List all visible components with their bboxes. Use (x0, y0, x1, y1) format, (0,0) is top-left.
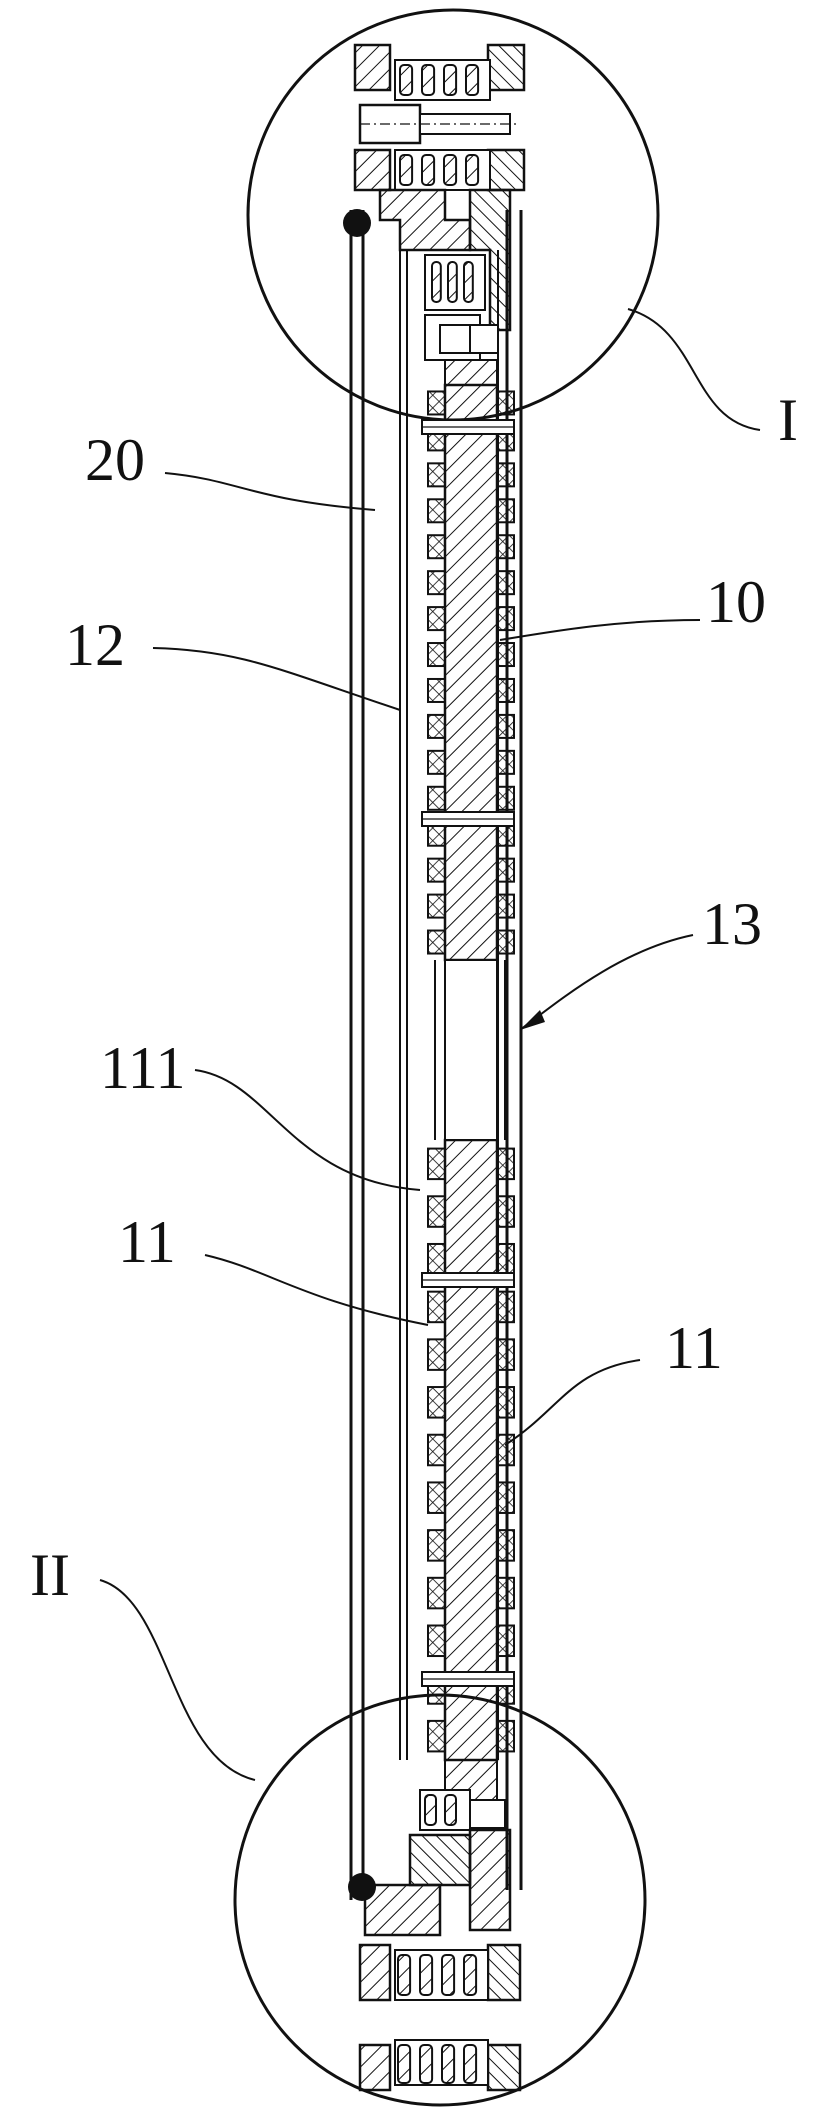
pins (421, 419, 515, 1687)
spring-coil (443, 64, 458, 96)
top-end-assembly (353, 43, 526, 386)
spring-coil (424, 1794, 437, 1826)
sealing-ring-left (427, 857, 446, 883)
sealing-ring-left (427, 1624, 446, 1658)
sealing-ring-left (427, 570, 446, 596)
sealing-ring-right (496, 1529, 515, 1562)
spring-coil (441, 1954, 456, 1996)
bottom-end-assembly (358, 1759, 522, 2092)
label-detail-top: I (778, 387, 798, 453)
sealing-ring-right (496, 857, 515, 883)
label-11-right: 11 (665, 1315, 723, 1381)
sealing-ring-right (496, 606, 515, 632)
spring-coil (465, 154, 480, 186)
lower-shaft (443, 1138, 499, 1762)
sealing-ring-right (496, 498, 515, 524)
central-gap (434, 959, 506, 1141)
sealing-ring-left (427, 1719, 446, 1753)
label-12: 12 (65, 612, 125, 678)
sealing-ring-right (496, 929, 515, 955)
sealing-ring-right (496, 390, 515, 416)
outer-tube (349, 210, 523, 1900)
sealing-ring-right (496, 749, 515, 775)
label-10: 10 (706, 569, 766, 635)
upper-shaft (443, 383, 499, 962)
sealing-ring-left (427, 1481, 446, 1514)
sealing-ring-left (427, 1576, 446, 1610)
sealing-ring-right (496, 570, 515, 596)
spring-coil (444, 1794, 457, 1826)
sealing-ring-left (427, 1147, 446, 1181)
sealing-ring-left (427, 1195, 446, 1228)
sealing-ring-left (427, 462, 446, 488)
leader-lines (99, 308, 761, 1781)
sealing-ring-right (496, 534, 515, 560)
sealing-ring-left (427, 1242, 446, 1276)
label-detail-bottom: II (30, 1542, 70, 1608)
sealing-ring-right (496, 1719, 515, 1753)
spring-coil (465, 64, 480, 96)
sealing-ring-right (496, 893, 515, 919)
label-111: 111 (100, 1035, 186, 1101)
sealing-ring-right (496, 713, 515, 739)
sealing-ring-right (496, 1624, 515, 1658)
sealing-ring-left (427, 498, 446, 524)
spring-coil (399, 154, 414, 186)
sealing-ring-right (496, 1433, 515, 1467)
spring-coil (397, 1954, 412, 1996)
sealing-ring-left (427, 1529, 446, 1562)
ball-seal-bottom (348, 1873, 376, 1901)
sealing-ring-left (427, 713, 446, 739)
sealing-ring-right (496, 462, 515, 488)
sealing-ring-left (427, 390, 446, 416)
sealing-ring-left (427, 893, 446, 919)
spring-coil (419, 1954, 434, 1996)
sealing-ring-right (496, 677, 515, 703)
sealing-ring-left (427, 1433, 446, 1467)
sealing-ring-left (427, 642, 446, 668)
sealing-ring-right (496, 1386, 515, 1419)
ball-seal-top (343, 209, 371, 237)
spring-coil (443, 154, 458, 186)
spring-coil (421, 154, 436, 186)
spring-coil (399, 64, 414, 96)
sealing-ring-left (427, 1338, 446, 1371)
sealing-ring-right (496, 785, 515, 811)
sealing-ring-left (427, 534, 446, 560)
spring-coil (463, 2044, 478, 2084)
spring-coil (397, 2044, 412, 2084)
sealing-ring-left (427, 677, 446, 703)
spring-coil (421, 64, 436, 96)
sealing-ring-right (496, 642, 515, 668)
label-11-left: 11 (118, 1209, 176, 1275)
spring-coil (431, 261, 442, 303)
sealing-ring-right (496, 1481, 515, 1514)
sealing-ring-left (427, 606, 446, 632)
sealing-ring-right (496, 1147, 515, 1181)
sealing-ring-left (427, 1386, 446, 1419)
ring-stack-upper (427, 390, 515, 955)
label-20: 20 (85, 427, 145, 493)
spring-coil (441, 2044, 456, 2084)
spring-coil (463, 261, 474, 303)
sealing-ring-right (496, 1242, 515, 1276)
sealing-ring-right (496, 1338, 515, 1371)
spring-coil (463, 1954, 478, 1996)
spring-coil (419, 2044, 434, 2084)
sealing-ring-right (496, 1576, 515, 1610)
spring-coil (447, 261, 458, 303)
labels: I 20 10 12 13 111 11 11 II (30, 387, 798, 1608)
sealing-ring-right (496, 1195, 515, 1228)
sealing-ring-left (427, 785, 446, 811)
label-13: 13 (702, 891, 762, 957)
sealing-ring-left (427, 749, 446, 775)
sealing-ring-right (496, 1290, 515, 1324)
sealing-ring-left (427, 929, 446, 955)
sealing-ring-left (427, 1290, 446, 1324)
